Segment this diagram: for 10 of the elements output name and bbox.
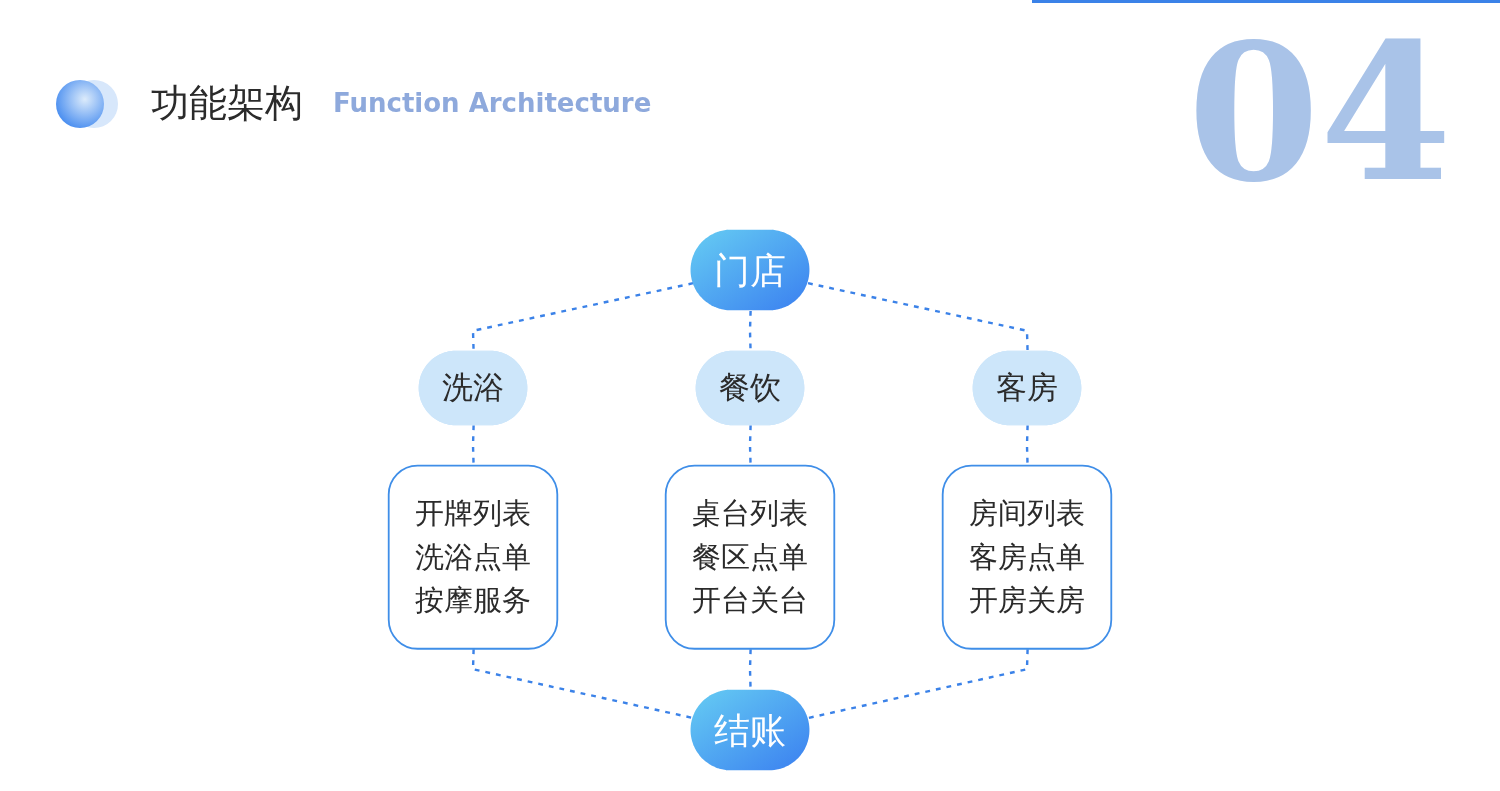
node-box: 房间列表 客房点单 开房关房	[941, 464, 1113, 650]
node-box: 桌台列表 餐区点单 开台关台	[664, 464, 836, 650]
title: 功能架构	[151, 81, 303, 127]
section-number: 04	[1187, 18, 1452, 208]
connector	[807, 649, 1029, 720]
node-box: 开牌列表 洗浴点单 按摩服务	[387, 464, 559, 650]
connector	[807, 282, 1029, 352]
connector	[471, 649, 694, 720]
connector	[471, 282, 694, 352]
subtitle-label: Function Architecture	[333, 88, 652, 120]
